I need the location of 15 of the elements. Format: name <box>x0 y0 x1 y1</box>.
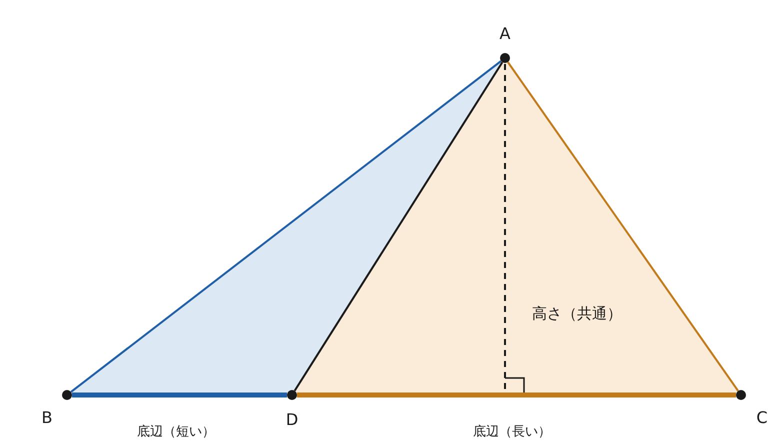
point-label: D <box>286 412 298 428</box>
base-label: 底辺（短い） <box>137 426 215 438</box>
base-label: 底辺（長い） <box>473 426 551 438</box>
height-label: 高さ（共通） <box>532 306 622 322</box>
point-dot <box>500 53 510 63</box>
point-dot <box>287 390 297 400</box>
point-label: C <box>756 410 768 426</box>
point-dot <box>736 390 746 400</box>
line-segment <box>294 62 504 392</box>
point-label: A <box>500 26 510 42</box>
point-dot <box>62 390 72 400</box>
line-segment <box>297 392 736 398</box>
line-segment <box>72 392 287 398</box>
point-label: B <box>42 410 52 426</box>
line-segment <box>507 62 739 392</box>
